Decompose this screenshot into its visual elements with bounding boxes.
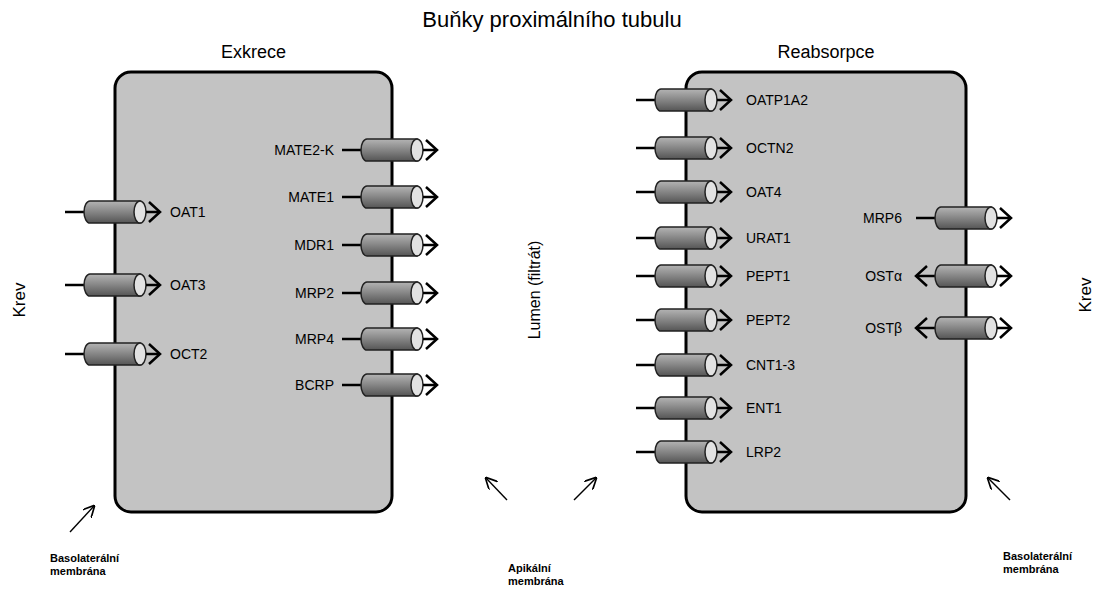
transporter-symbol (636, 354, 731, 376)
cell-box: Exkrece (115, 72, 392, 512)
transporter-name: MRP4 (295, 331, 334, 347)
membrane-pointers (70, 478, 1010, 532)
transporter-name: OCTN2 (746, 140, 793, 156)
side-label: Lumen (filtrát) (526, 241, 544, 340)
transporter-name: CNT1-3 (746, 357, 795, 373)
membrane-label: Basolaterální membrána (50, 552, 145, 577)
cell-box: Reabsorpce (686, 72, 966, 512)
transporter-name: OAT4 (746, 184, 782, 200)
transporter-symbol (342, 374, 437, 396)
transporter-symbol (636, 89, 731, 111)
transporter-name: MRP6 (863, 210, 902, 226)
side-label: Krev (10, 283, 30, 318)
cell-heading: Reabsorpce (777, 42, 874, 63)
transporter-symbol (342, 234, 437, 256)
transporter-name: LRP2 (746, 444, 781, 460)
transporter-name: OSTβ (865, 320, 902, 336)
side-label: Krev (1076, 278, 1096, 313)
transporter-name: MATE2-K (274, 142, 334, 158)
cell-heading: Exkrece (221, 42, 286, 63)
transporter-name: OCT2 (170, 346, 207, 362)
transporter-symbol (65, 343, 160, 365)
transporter-symbol (916, 207, 1011, 229)
transporter-name: BCRP (295, 377, 334, 393)
transporter-symbol (342, 328, 437, 350)
transporter-name: MATE1 (288, 189, 334, 205)
transporter-symbol (916, 317, 1011, 339)
pointer-arrow (70, 506, 94, 532)
transporter-symbol (636, 309, 731, 331)
transporter-name: PEPT1 (746, 268, 790, 284)
transporter-name: MRP2 (295, 285, 334, 301)
membrane-label: Apikální membrána (508, 562, 588, 587)
membrane-label: Basolaterální membrána (1003, 550, 1095, 575)
transporter-symbol (636, 397, 731, 419)
transporter-name: URAT1 (746, 230, 791, 246)
transporter-name: OATP1A2 (746, 92, 808, 108)
transporter-symbol (636, 137, 731, 159)
transporter-symbol (636, 441, 731, 463)
diagram-title: Buňky proximálního tubulu (422, 7, 681, 32)
transporter-name: OSTα (865, 268, 902, 284)
cell-body (686, 72, 966, 512)
transporter-symbol (65, 274, 160, 296)
transporter-symbol (636, 227, 731, 249)
transporter-name: OAT1 (170, 204, 206, 220)
pointer-arrow (486, 478, 507, 500)
transporter-symbols (65, 89, 1011, 463)
transporter-name: OAT3 (170, 277, 206, 293)
transporter-symbol (916, 265, 1011, 287)
transporter-name: ENT1 (746, 400, 782, 416)
transporter-symbol (636, 265, 731, 287)
transporter-symbol (636, 181, 731, 203)
transporter-symbol (342, 139, 437, 161)
transporter-symbol (65, 201, 160, 223)
transporter-name: MDR1 (294, 237, 334, 253)
transporter-symbol (342, 282, 437, 304)
pointer-arrow (988, 478, 1010, 500)
pointer-arrow (574, 478, 596, 500)
transporter-symbol (342, 186, 437, 208)
transporter-name: PEPT2 (746, 312, 790, 328)
